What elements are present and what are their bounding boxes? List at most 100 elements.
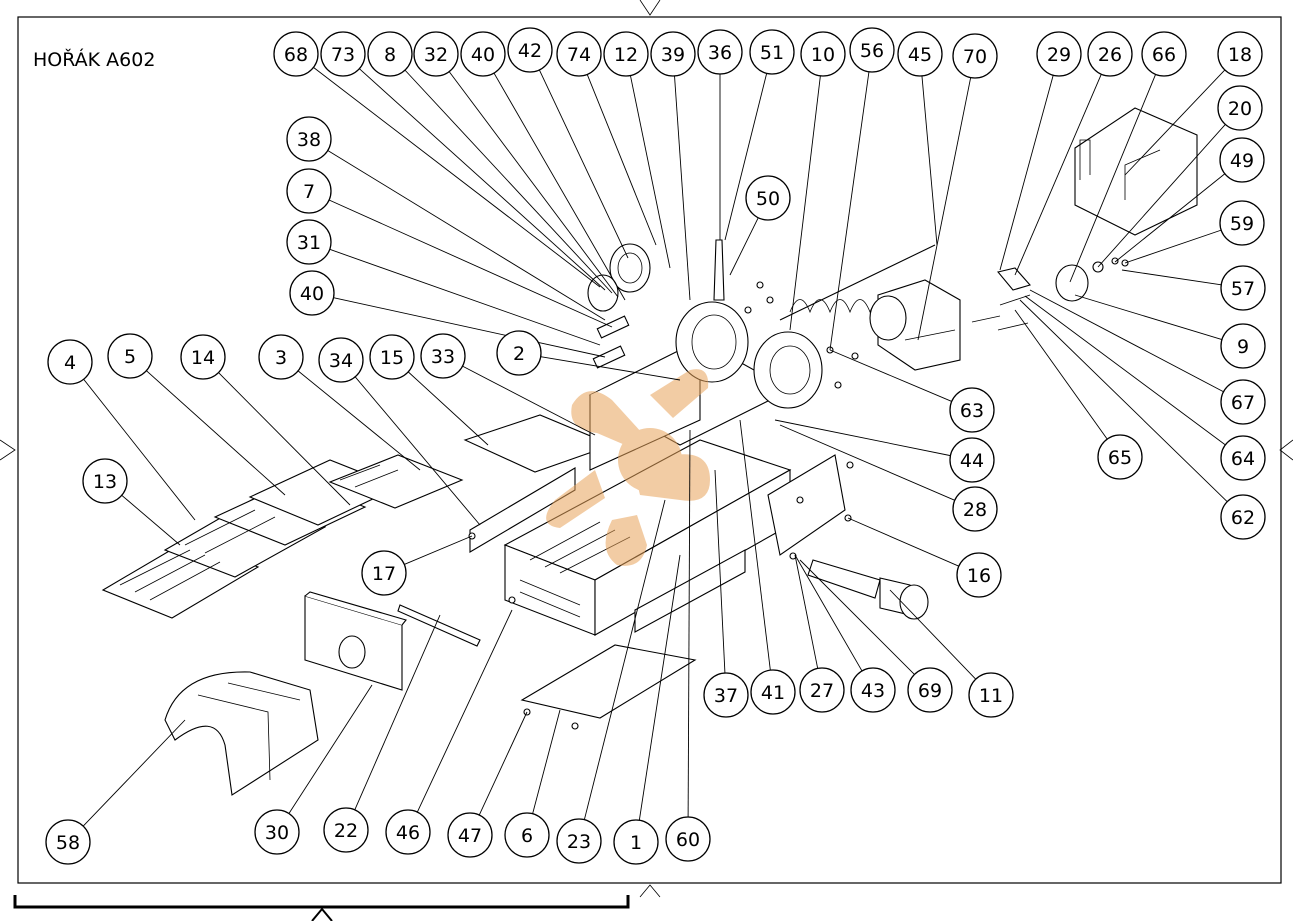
callout-15: 15 xyxy=(369,334,415,380)
callout-circle xyxy=(1097,434,1143,480)
leader-line-26 xyxy=(1014,74,1102,276)
temperature-probe xyxy=(713,239,725,301)
callout-label: 27 xyxy=(810,680,834,702)
callout-circle xyxy=(949,387,995,433)
callout-label: 18 xyxy=(1228,44,1252,66)
callout-circle xyxy=(1219,200,1265,246)
callout-circle xyxy=(180,334,226,380)
callout-circle xyxy=(968,672,1014,718)
callout-10: 10 xyxy=(800,31,846,77)
leader-line-41 xyxy=(739,419,771,671)
leader-line-2 xyxy=(540,356,681,381)
callout-40: 40 xyxy=(289,270,335,316)
callout-circle xyxy=(952,486,998,532)
callout-label: 23 xyxy=(567,831,591,853)
callout-label: 29 xyxy=(1047,44,1071,66)
callout-label: 17 xyxy=(372,563,396,585)
leader-line-57 xyxy=(1121,269,1222,286)
callout-circle xyxy=(800,31,846,77)
side-panel xyxy=(767,454,846,556)
callout-47: 47 xyxy=(447,812,493,858)
callout-label: 43 xyxy=(861,680,885,702)
callout-label: 40 xyxy=(471,44,495,66)
callout-57: 57 xyxy=(1220,265,1266,311)
callout-circle xyxy=(273,31,319,77)
callout-circle xyxy=(697,29,743,75)
callout-68: 68 xyxy=(273,31,319,77)
callout-label: 62 xyxy=(1231,507,1255,529)
callout-circle xyxy=(413,31,459,77)
callout-circle xyxy=(1220,265,1266,311)
leader-line-33 xyxy=(462,365,596,436)
callout-circle xyxy=(258,334,304,380)
callout-label: 37 xyxy=(714,685,738,707)
scale-bracket-arrow xyxy=(311,907,333,921)
leader-line-8 xyxy=(404,69,613,294)
callout-11: 11 xyxy=(968,672,1014,718)
leader-line-37 xyxy=(714,469,726,674)
callout-28: 28 xyxy=(952,486,998,532)
right-center-mark xyxy=(1279,439,1293,461)
callout-circle xyxy=(1220,435,1266,481)
callout-label: 49 xyxy=(1230,150,1254,172)
callout-29: 29 xyxy=(1036,31,1082,77)
leader-line-58 xyxy=(82,719,186,827)
leader-line-45 xyxy=(921,75,938,246)
callout-circle xyxy=(1217,31,1263,77)
bracket-29 xyxy=(997,267,1031,291)
callout-circle xyxy=(949,437,995,483)
callout-59: 59 xyxy=(1219,200,1265,246)
callout-label: 4 xyxy=(64,352,76,374)
callout-label: 15 xyxy=(380,347,404,369)
callout-label: 56 xyxy=(860,40,884,62)
callout-label: 59 xyxy=(1230,213,1254,235)
callout-circle xyxy=(1220,323,1266,369)
leader-line-28 xyxy=(779,424,955,501)
callout-37: 37 xyxy=(703,672,749,718)
callout-circle xyxy=(850,667,896,713)
connector-bottom xyxy=(592,345,626,369)
callout-circle xyxy=(650,31,696,77)
callout-58: 58 xyxy=(45,819,91,865)
callout-circle xyxy=(367,31,413,77)
callout-label: 12 xyxy=(614,44,638,66)
callout-circle xyxy=(107,333,153,379)
callout-label: 9 xyxy=(1237,336,1249,358)
leader-line-1 xyxy=(638,554,681,821)
callout-33: 33 xyxy=(420,333,466,379)
callout-label: 69 xyxy=(918,680,942,702)
callout-41: 41 xyxy=(750,669,796,715)
bottom-plate xyxy=(520,644,697,719)
leader-line-67 xyxy=(1029,289,1224,393)
leader-line-4 xyxy=(83,378,196,521)
callout-39: 39 xyxy=(650,31,696,77)
leader-line-42 xyxy=(538,69,629,259)
connector-top xyxy=(596,315,630,339)
leader-line-65 xyxy=(1014,309,1108,440)
leader-line-13 xyxy=(121,494,181,546)
leader-line-74 xyxy=(586,74,657,246)
callout-label: 40 xyxy=(300,283,324,305)
screws xyxy=(468,281,859,730)
insulation-block xyxy=(304,591,407,691)
callout-circle xyxy=(603,31,649,77)
leader-line-69 xyxy=(799,559,915,675)
blower-motor xyxy=(1055,264,1089,302)
callout-label: 45 xyxy=(908,44,932,66)
callout-circle xyxy=(1220,494,1266,540)
callout-circle xyxy=(1141,31,1187,77)
ash-rod xyxy=(397,604,481,647)
gear-motor xyxy=(869,279,961,371)
leader-line-6 xyxy=(532,709,561,814)
callout-circle xyxy=(420,333,466,379)
callout-6: 6 xyxy=(504,812,550,858)
callout-circle xyxy=(1220,379,1266,425)
callout-label: 63 xyxy=(960,400,984,422)
callout-23: 23 xyxy=(556,818,602,864)
callout-74: 74 xyxy=(556,31,602,77)
callout-label: 6 xyxy=(521,825,533,847)
leader-line-66 xyxy=(1069,74,1157,283)
callout-circle xyxy=(504,812,550,858)
watermark-logo xyxy=(546,369,710,566)
